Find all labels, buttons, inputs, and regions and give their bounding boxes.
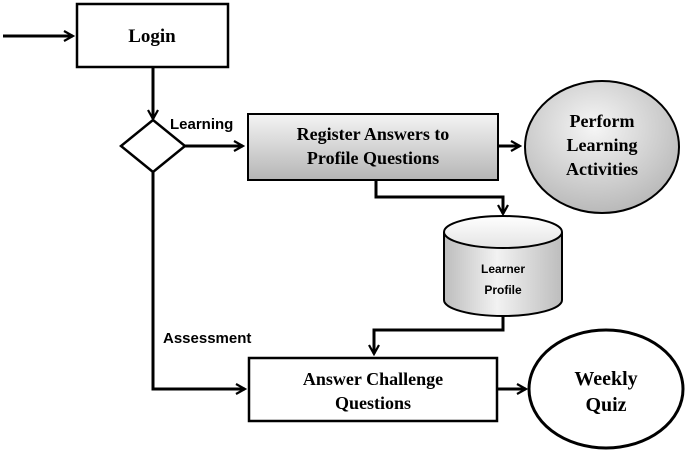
decision-diamond — [119, 118, 187, 174]
perform-label-line1: Perform — [570, 111, 635, 131]
login-node: Login — [75, 2, 230, 69]
register-to-profile-arrow — [374, 180, 503, 214]
learner-profile-label-line2: Profile — [484, 283, 522, 297]
login-box — [75, 2, 230, 69]
challenge-node: Answer Challenge Questions — [247, 356, 499, 423]
quiz-node: Weekly Quiz — [527, 328, 685, 450]
profile-to-challenge-arrow — [374, 316, 505, 354]
learner-profile-label-line1: Learner — [481, 262, 525, 276]
challenge-label-line2: Questions — [335, 393, 411, 413]
perform-label-line3: Activities — [566, 159, 638, 179]
register-box — [247, 113, 499, 181]
learner-profile-cylinder-body — [443, 232, 563, 317]
quiz-ellipse — [527, 328, 685, 450]
login-label: Login — [128, 26, 176, 47]
assessment-edge-label: Assessment — [163, 330, 251, 347]
perform-label-line2: Learning — [566, 135, 637, 155]
perform-ellipse — [524, 80, 680, 214]
assessment-arrow — [151, 172, 245, 389]
challenge-label-line1: Answer Challenge — [303, 369, 443, 389]
register-node: Register Answers to Profile Questions — [247, 113, 499, 181]
perform-node: Perform Learning Activities — [524, 80, 680, 214]
learning-edge-label: Learning — [170, 116, 233, 133]
challenge-box — [247, 356, 499, 423]
register-label-line2: Profile Questions — [307, 148, 439, 168]
connectors — [3, 36, 526, 389]
learner-profile-node: Learner Profile — [443, 215, 563, 317]
quiz-label-line2: Quiz — [585, 394, 626, 416]
register-label-line1: Register Answers to — [297, 124, 450, 144]
quiz-label-line1: Weekly — [574, 368, 637, 390]
learner-profile-cylinder-top — [443, 215, 563, 249]
